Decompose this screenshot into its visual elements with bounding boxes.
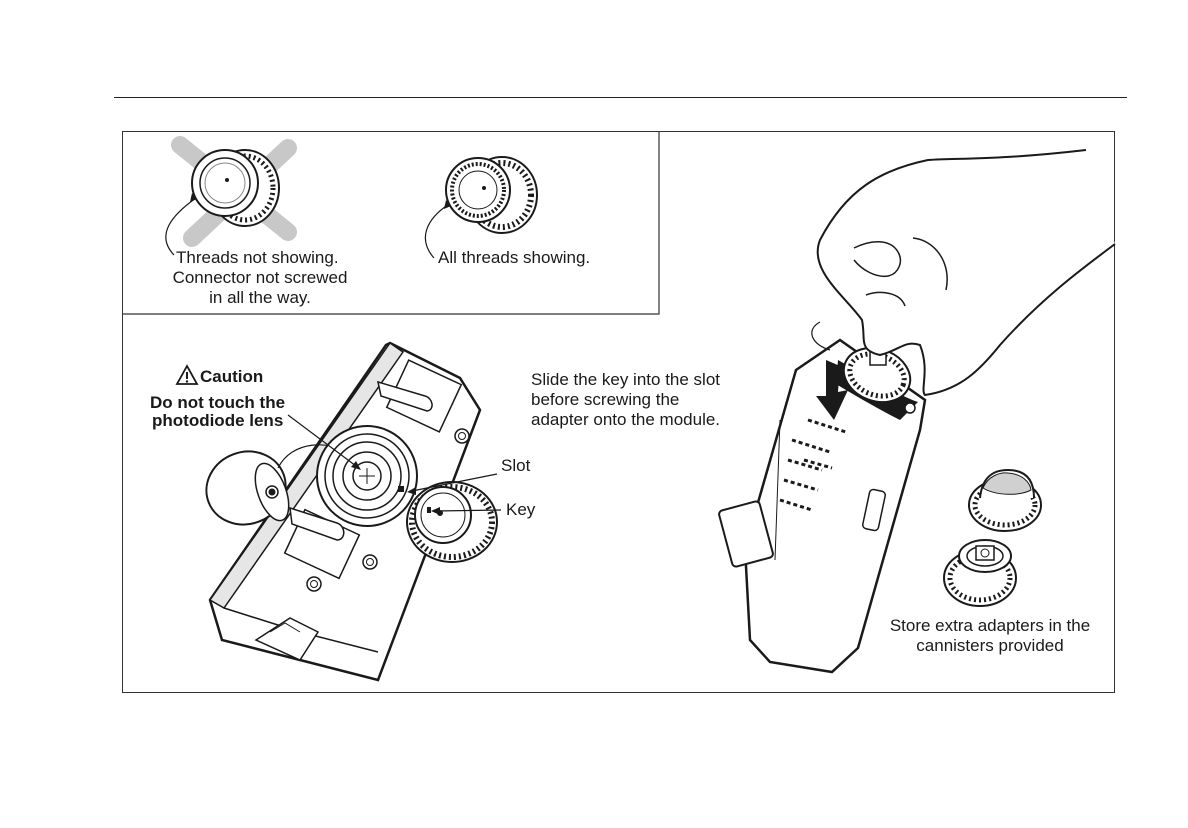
canister-illustration: [944, 470, 1041, 606]
instruction-line: adapter onto the module.: [531, 410, 720, 430]
caution-line: photodiode lens: [152, 411, 283, 431]
caution-icon: [177, 366, 197, 384]
instruction-line: Slide the key into the slot: [531, 370, 720, 390]
bad-caption-line: Threads not showing.: [176, 248, 339, 268]
storage-caption-line: Store extra adapters in the: [870, 616, 1110, 636]
storage-caption-line: cannisters provided: [870, 636, 1110, 656]
bad-connector-illustration: [166, 145, 288, 255]
bad-caption-line: in all the way.: [160, 288, 360, 308]
key-label: Key: [506, 500, 535, 520]
slot-label: Slot: [501, 456, 530, 476]
instruction-line: before screwing the: [531, 390, 679, 410]
good-caption: All threads showing.: [438, 248, 590, 268]
hand-meter-illustration: [718, 150, 1115, 672]
bad-caption-line: Connector not screwed: [160, 268, 360, 288]
good-connector-illustration: [425, 157, 537, 258]
caution-title: Caution: [200, 367, 263, 387]
caution-line: Do not touch the: [150, 393, 285, 413]
